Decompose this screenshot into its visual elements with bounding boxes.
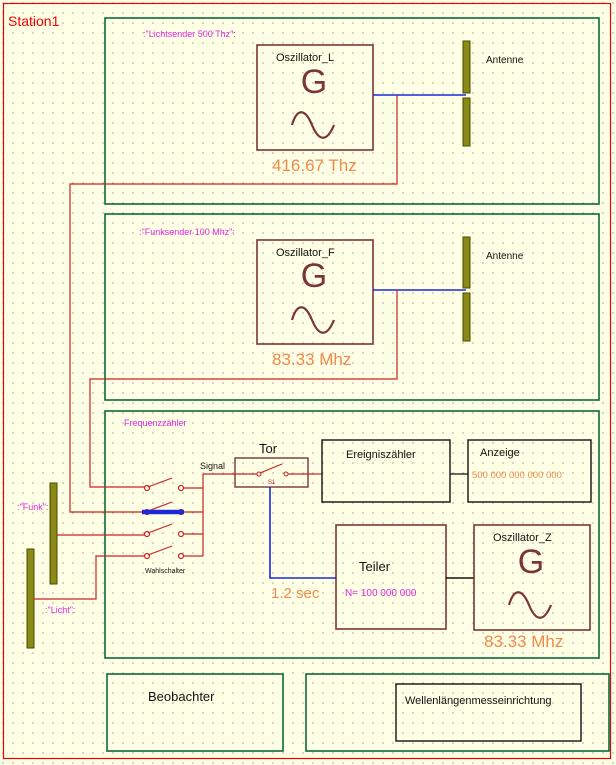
oscillator-f[interactable]: Oszillator_F G	[256, 239, 374, 345]
selector-contact	[177, 552, 185, 560]
selector-switch[interactable]	[142, 474, 204, 560]
divider-box[interactable]	[335, 524, 447, 630]
signal-label: Signal	[200, 461, 225, 471]
generator-symbol-z: G	[518, 543, 544, 581]
oscillator-z-name: Oszillator_Z	[493, 532, 552, 544]
oscillator-f-box	[256, 239, 374, 345]
display-box[interactable]	[467, 439, 592, 503]
antenna-f-upper[interactable]	[462, 236, 471, 289]
wire-oscillator-f-to-selector	[89, 290, 398, 488]
antenna-l-label: Antenne	[486, 55, 524, 66]
sine-wave-icon-z	[507, 591, 553, 619]
radio-receiver-label: :"Funk":	[17, 502, 48, 512]
frequency-counter-label: Frequenzzähler	[124, 418, 187, 428]
light-transmitter-label: :"Lichtsender 500 Thz":	[143, 29, 236, 39]
wavelength-device-box[interactable]	[395, 683, 582, 742]
light-receiver-antenna[interactable]	[26, 548, 35, 649]
oscillator-z-frequency: 83.33 Mhz	[484, 632, 563, 651]
light-receiver-label: :"Licht":	[45, 605, 75, 615]
antenna-f-lower[interactable]	[462, 292, 471, 342]
oscillator-z-box	[473, 524, 591, 631]
oscillator-l[interactable]: Oszillator_L G	[256, 44, 374, 151]
antenna-l-lower[interactable]	[462, 97, 471, 147]
gate-box	[234, 457, 309, 488]
display-value: 500 000 000 000 000	[472, 470, 562, 481]
selector-contact	[177, 530, 185, 538]
antenna-l-upper[interactable]	[462, 40, 471, 94]
radio-transmitter-group[interactable]	[104, 213, 600, 401]
divider-value: N= 100 000 000	[345, 588, 417, 599]
gate-contact	[256, 471, 262, 477]
selector-blade	[147, 501, 173, 512]
oscillator-l-name: Oszillator_L	[276, 52, 334, 64]
antenna-f-label: Antenne	[486, 251, 524, 262]
radio-receiver-antenna[interactable]	[49, 482, 58, 585]
gate-blade	[259, 463, 283, 474]
radio-transmitter-label: :"Funksender 100 Mhz":	[139, 227, 235, 237]
gate-label: Tor	[259, 441, 278, 456]
gate-time: 1.2 sec	[271, 585, 320, 602]
selector-contact	[177, 484, 185, 492]
selector-contact	[143, 484, 151, 492]
selector-blade	[147, 545, 173, 556]
wavelength-device-label: Wellenlängenmesseinrichtung	[405, 695, 552, 707]
oscillator-l-frequency: 416.67 Thz	[272, 156, 357, 175]
selector-label: Wahlschalter	[145, 568, 186, 575]
sine-wave-icon-f	[290, 306, 336, 334]
observer-label: Beobachter	[148, 689, 215, 704]
selector-blade	[147, 523, 173, 534]
oscillator-f-frequency: 83.33 Mhz	[272, 350, 351, 369]
event-counter-box[interactable]	[321, 439, 451, 503]
generator-symbol-l: G	[301, 63, 327, 101]
generator-symbol-f: G	[301, 257, 327, 295]
selector-blade	[147, 477, 173, 488]
oscillator-z[interactable]: Oszillator_Z G	[473, 524, 591, 631]
sine-wave-icon-l	[290, 111, 336, 139]
event-counter-label: Ereigniszähler	[346, 449, 416, 461]
wire-light-antenna-to-selector	[34, 555, 145, 600]
wire-oscillator-l-to-selector	[69, 95, 398, 513]
oscillator-f-name: Oszillator_F	[276, 247, 335, 259]
selector-common-bus	[184, 474, 204, 557]
wire-divider-to-gate	[269, 487, 336, 579]
light-transmitter-group[interactable]	[104, 17, 600, 205]
oscillator-l-box	[256, 44, 374, 151]
gate-switch-label: S1	[268, 480, 276, 486]
selector-contact	[143, 530, 151, 538]
observer-box[interactable]	[106, 673, 284, 752]
divider-label: Teiler	[359, 559, 391, 574]
wavelength-device-group[interactable]	[305, 673, 610, 752]
station-title: Station1	[8, 13, 60, 29]
display-label: Anzeige	[480, 447, 520, 459]
gate-switch[interactable]: S1	[234, 457, 309, 488]
